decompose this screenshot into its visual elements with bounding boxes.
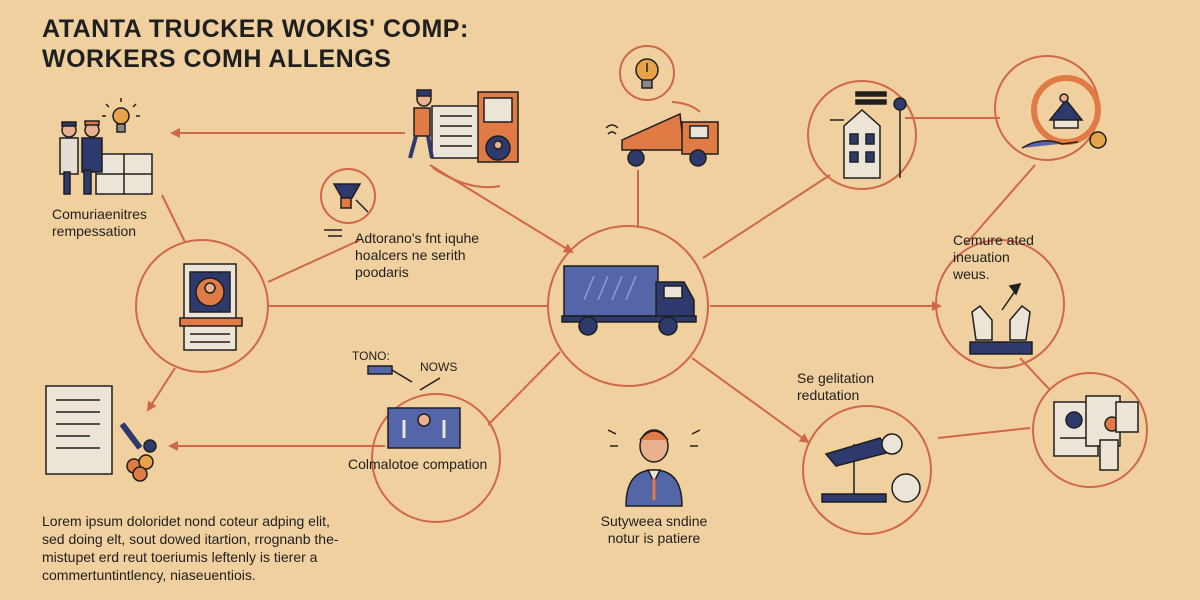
trophy-icon	[324, 183, 369, 237]
description-paragraph: Lorem ipsum doloridet nond coteur adping…	[42, 512, 382, 584]
connector-line	[691, 357, 810, 444]
label-line: rempessation	[52, 223, 137, 239]
label-line: Se gelitation	[797, 370, 875, 386]
label-bottom-mid-left: Colmalotoe compation	[348, 456, 488, 472]
scale-icon	[821, 433, 921, 503]
gavel-icon	[119, 422, 157, 482]
lightbulb-icon	[102, 98, 140, 133]
node-circle	[320, 168, 376, 224]
label-tono: TONO:	[352, 349, 390, 363]
connector-line	[671, 101, 701, 113]
label-nows: NOWS	[420, 360, 458, 374]
label-line: weus.	[953, 266, 990, 282]
label-line: hoalcers ne serith	[355, 247, 466, 263]
award-hand-icon	[1021, 75, 1107, 149]
report-icon	[45, 385, 113, 475]
id-card-icon	[179, 263, 243, 351]
label-line: redutation	[797, 387, 860, 403]
workers-icon	[59, 120, 153, 195]
label-top-left: Comuriaenitres rempessation	[52, 206, 147, 240]
node-circle	[371, 393, 501, 523]
label-line: Sutyweea sndine	[600, 513, 708, 529]
raising-hands-icon	[969, 282, 1033, 355]
label-bottom-right: Se gelitation redutation	[797, 370, 874, 404]
dump-truck-icon	[605, 112, 719, 167]
connector-line	[267, 239, 361, 283]
label-mid-left: Adtorano's fnt iquhe hoalcers ne serith …	[355, 230, 479, 281]
worker-bust-icon	[607, 429, 701, 507]
board-icon	[367, 365, 461, 449]
label-right: Cemure ated ineuation weus.	[953, 232, 1034, 283]
id-cards-icon	[1053, 395, 1139, 471]
node-circle	[619, 45, 675, 101]
title-line-1: ATANTA TRUCKER WOKIS' COMP:	[42, 15, 469, 43]
label-line: Comuriaenitres	[52, 206, 147, 222]
paragraph-line: sed doing elt, sout dowed itartion, rrog…	[42, 531, 339, 547]
connector-line	[702, 174, 831, 259]
node-circle	[1032, 372, 1148, 488]
connectors	[146, 101, 1051, 451]
lightbulb-circle-icon	[635, 58, 659, 89]
node-circle	[935, 239, 1065, 369]
label-line: Cemure ated	[953, 232, 1034, 248]
connector-line	[146, 367, 176, 412]
paragraph-line: mistupet erd reut toeriumis leftenly is …	[42, 549, 318, 565]
page-title: ATANTA TRUCKER WOKIS' COMP: WORKERS COMH…	[42, 14, 469, 74]
label-bottom-center: Sutyweea sndine notur is patiere	[594, 513, 714, 547]
paragraph-line: Lorem ipsum doloridet nond coteur adping…	[42, 513, 330, 529]
connector-line	[964, 164, 1036, 246]
node-circle	[135, 239, 269, 373]
node-circle	[547, 225, 709, 387]
connector-line	[937, 427, 1031, 439]
document-worker-icon	[408, 89, 519, 163]
semi-truck-icon	[561, 265, 697, 336]
label-line: poodaris	[355, 264, 409, 280]
building-icon	[830, 91, 907, 179]
title-line-2: WORKERS COMH ALLENGS	[42, 45, 392, 73]
connector-line	[487, 351, 561, 426]
connector-line	[161, 194, 186, 243]
connector-line	[432, 167, 501, 189]
node-circle	[807, 80, 917, 190]
node-circle	[802, 405, 932, 535]
paragraph-line: commertuntintlency, niaseuentiois.	[42, 567, 256, 583]
label-line: ineuation	[953, 249, 1010, 265]
node-circles	[135, 45, 1148, 535]
label-line: notur is patiere	[607, 530, 701, 546]
label-line: Adtorano's fnt iquhe	[355, 230, 480, 246]
